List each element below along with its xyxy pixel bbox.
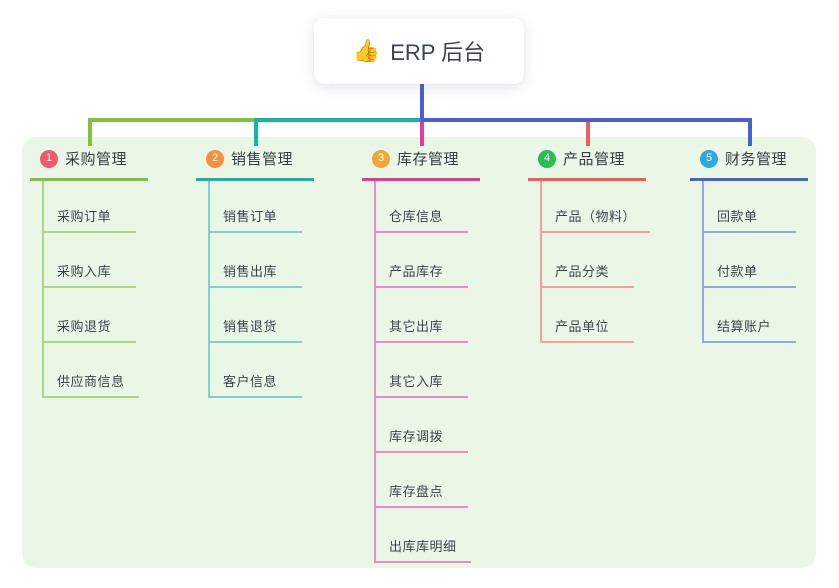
child-label: 销售出库 — [223, 264, 278, 279]
child-node[interactable]: 库存调拨 — [376, 398, 468, 453]
child-node[interactable]: 产品分类 — [542, 233, 634, 288]
connector-drop — [748, 118, 752, 146]
child-label: 供应商信息 — [57, 374, 125, 389]
child-node[interactable]: 采购退货 — [44, 288, 136, 343]
child-label: 采购退货 — [57, 319, 112, 334]
child-label: 库存盘点 — [389, 484, 444, 499]
connector-bus-segment — [88, 118, 254, 122]
child-label: 产品库存 — [389, 264, 444, 279]
child-label: 付款单 — [717, 264, 758, 279]
connector-drop — [420, 122, 424, 146]
child-label: 结算账户 — [717, 319, 772, 334]
child-node[interactable]: 回款单 — [704, 181, 796, 233]
child-node[interactable]: 采购订单 — [44, 181, 136, 233]
root-node[interactable]: 👍 ERP 后台 — [314, 18, 524, 84]
child-label: 其它入库 — [389, 374, 444, 389]
branch-header[interactable]: 5 财务管理 — [690, 148, 808, 181]
branch-children: 仓库信息 产品库存 其它出库 其它入库 库存调拨 库存盘点 出库库明细 — [374, 181, 480, 563]
child-label: 采购入库 — [57, 264, 112, 279]
child-label: 库存调拨 — [389, 429, 444, 444]
child-node[interactable]: 客户信息 — [210, 343, 302, 398]
branch-header[interactable]: 3 库存管理 — [362, 148, 480, 181]
branch-label: 产品管理 — [563, 151, 626, 168]
branch-header[interactable]: 4 产品管理 — [528, 148, 646, 181]
connector-drop — [88, 118, 92, 146]
child-label: 采购订单 — [57, 209, 112, 224]
child-label: 出库库明细 — [389, 539, 457, 554]
canvas-panel — [22, 137, 816, 568]
child-node[interactable]: 销售退货 — [210, 288, 302, 343]
child-node[interactable]: 产品单位 — [542, 288, 634, 343]
branch-number-badge: 5 — [700, 149, 718, 168]
child-node[interactable]: 结算账户 — [704, 288, 796, 343]
child-label: 客户信息 — [223, 374, 278, 389]
child-label: 销售退货 — [223, 319, 278, 334]
connector-drop — [586, 122, 590, 146]
branch-header[interactable]: 2 销售管理 — [196, 148, 314, 181]
child-label: 仓库信息 — [389, 209, 444, 224]
connector-bus-segment — [420, 118, 752, 122]
child-node[interactable]: 产品（物料） — [542, 181, 651, 233]
branch-label: 财务管理 — [725, 151, 788, 168]
child-node[interactable]: 其它出库 — [376, 288, 468, 343]
child-label: 其它出库 — [389, 319, 444, 334]
child-label: 销售订单 — [223, 209, 278, 224]
child-node[interactable]: 付款单 — [704, 233, 796, 288]
branch-column: 3 库存管理 仓库信息 产品库存 其它出库 其它入库 库存调拨 库存盘点 出库库… — [362, 148, 480, 563]
branch-column: 2 销售管理 销售订单 销售出库 销售退货 客户信息 — [196, 148, 314, 398]
child-label: 产品（物料） — [555, 209, 637, 224]
child-label: 产品分类 — [555, 264, 610, 279]
branch-header[interactable]: 1 采购管理 — [30, 148, 148, 181]
child-node[interactable]: 产品库存 — [376, 233, 468, 288]
branch-children: 产品（物料） 产品分类 产品单位 — [540, 181, 651, 343]
child-node[interactable]: 库存盘点 — [376, 453, 468, 508]
branch-label: 采购管理 — [65, 151, 128, 168]
child-node[interactable]: 供应商信息 — [44, 343, 139, 398]
child-node[interactable]: 仓库信息 — [376, 181, 468, 233]
branch-children: 采购订单 采购入库 采购退货 供应商信息 — [42, 181, 148, 398]
child-label: 产品单位 — [555, 319, 610, 334]
branch-children: 销售订单 销售出库 销售退货 客户信息 — [208, 181, 314, 398]
connector-bus-segment — [254, 118, 420, 122]
root-label: ERP 后台 — [390, 40, 486, 65]
branch-children: 回款单 付款单 结算账户 — [702, 181, 808, 343]
branch-label: 销售管理 — [231, 151, 294, 168]
branch-number-badge: 3 — [372, 149, 390, 168]
child-node[interactable]: 其它入库 — [376, 343, 468, 398]
child-node[interactable]: 出库库明细 — [376, 508, 471, 563]
branch-number-badge: 4 — [538, 149, 556, 168]
branch-column: 5 财务管理 回款单 付款单 结算账户 — [690, 148, 808, 343]
connector-drop — [254, 118, 258, 146]
branch-column: 4 产品管理 产品（物料） 产品分类 产品单位 — [528, 148, 651, 343]
child-node[interactable]: 销售出库 — [210, 233, 302, 288]
branch-column: 1 采购管理 采购订单 采购入库 采购退货 供应商信息 — [30, 148, 148, 398]
root-connector — [420, 84, 424, 122]
branch-number-badge: 2 — [206, 149, 224, 168]
child-node[interactable]: 采购入库 — [44, 233, 136, 288]
child-node[interactable]: 销售订单 — [210, 181, 302, 233]
child-label: 回款单 — [717, 209, 758, 224]
branch-number-badge: 1 — [40, 149, 58, 168]
branch-label: 库存管理 — [397, 151, 460, 168]
thumbs-up-icon: 👍 — [352, 38, 381, 63]
